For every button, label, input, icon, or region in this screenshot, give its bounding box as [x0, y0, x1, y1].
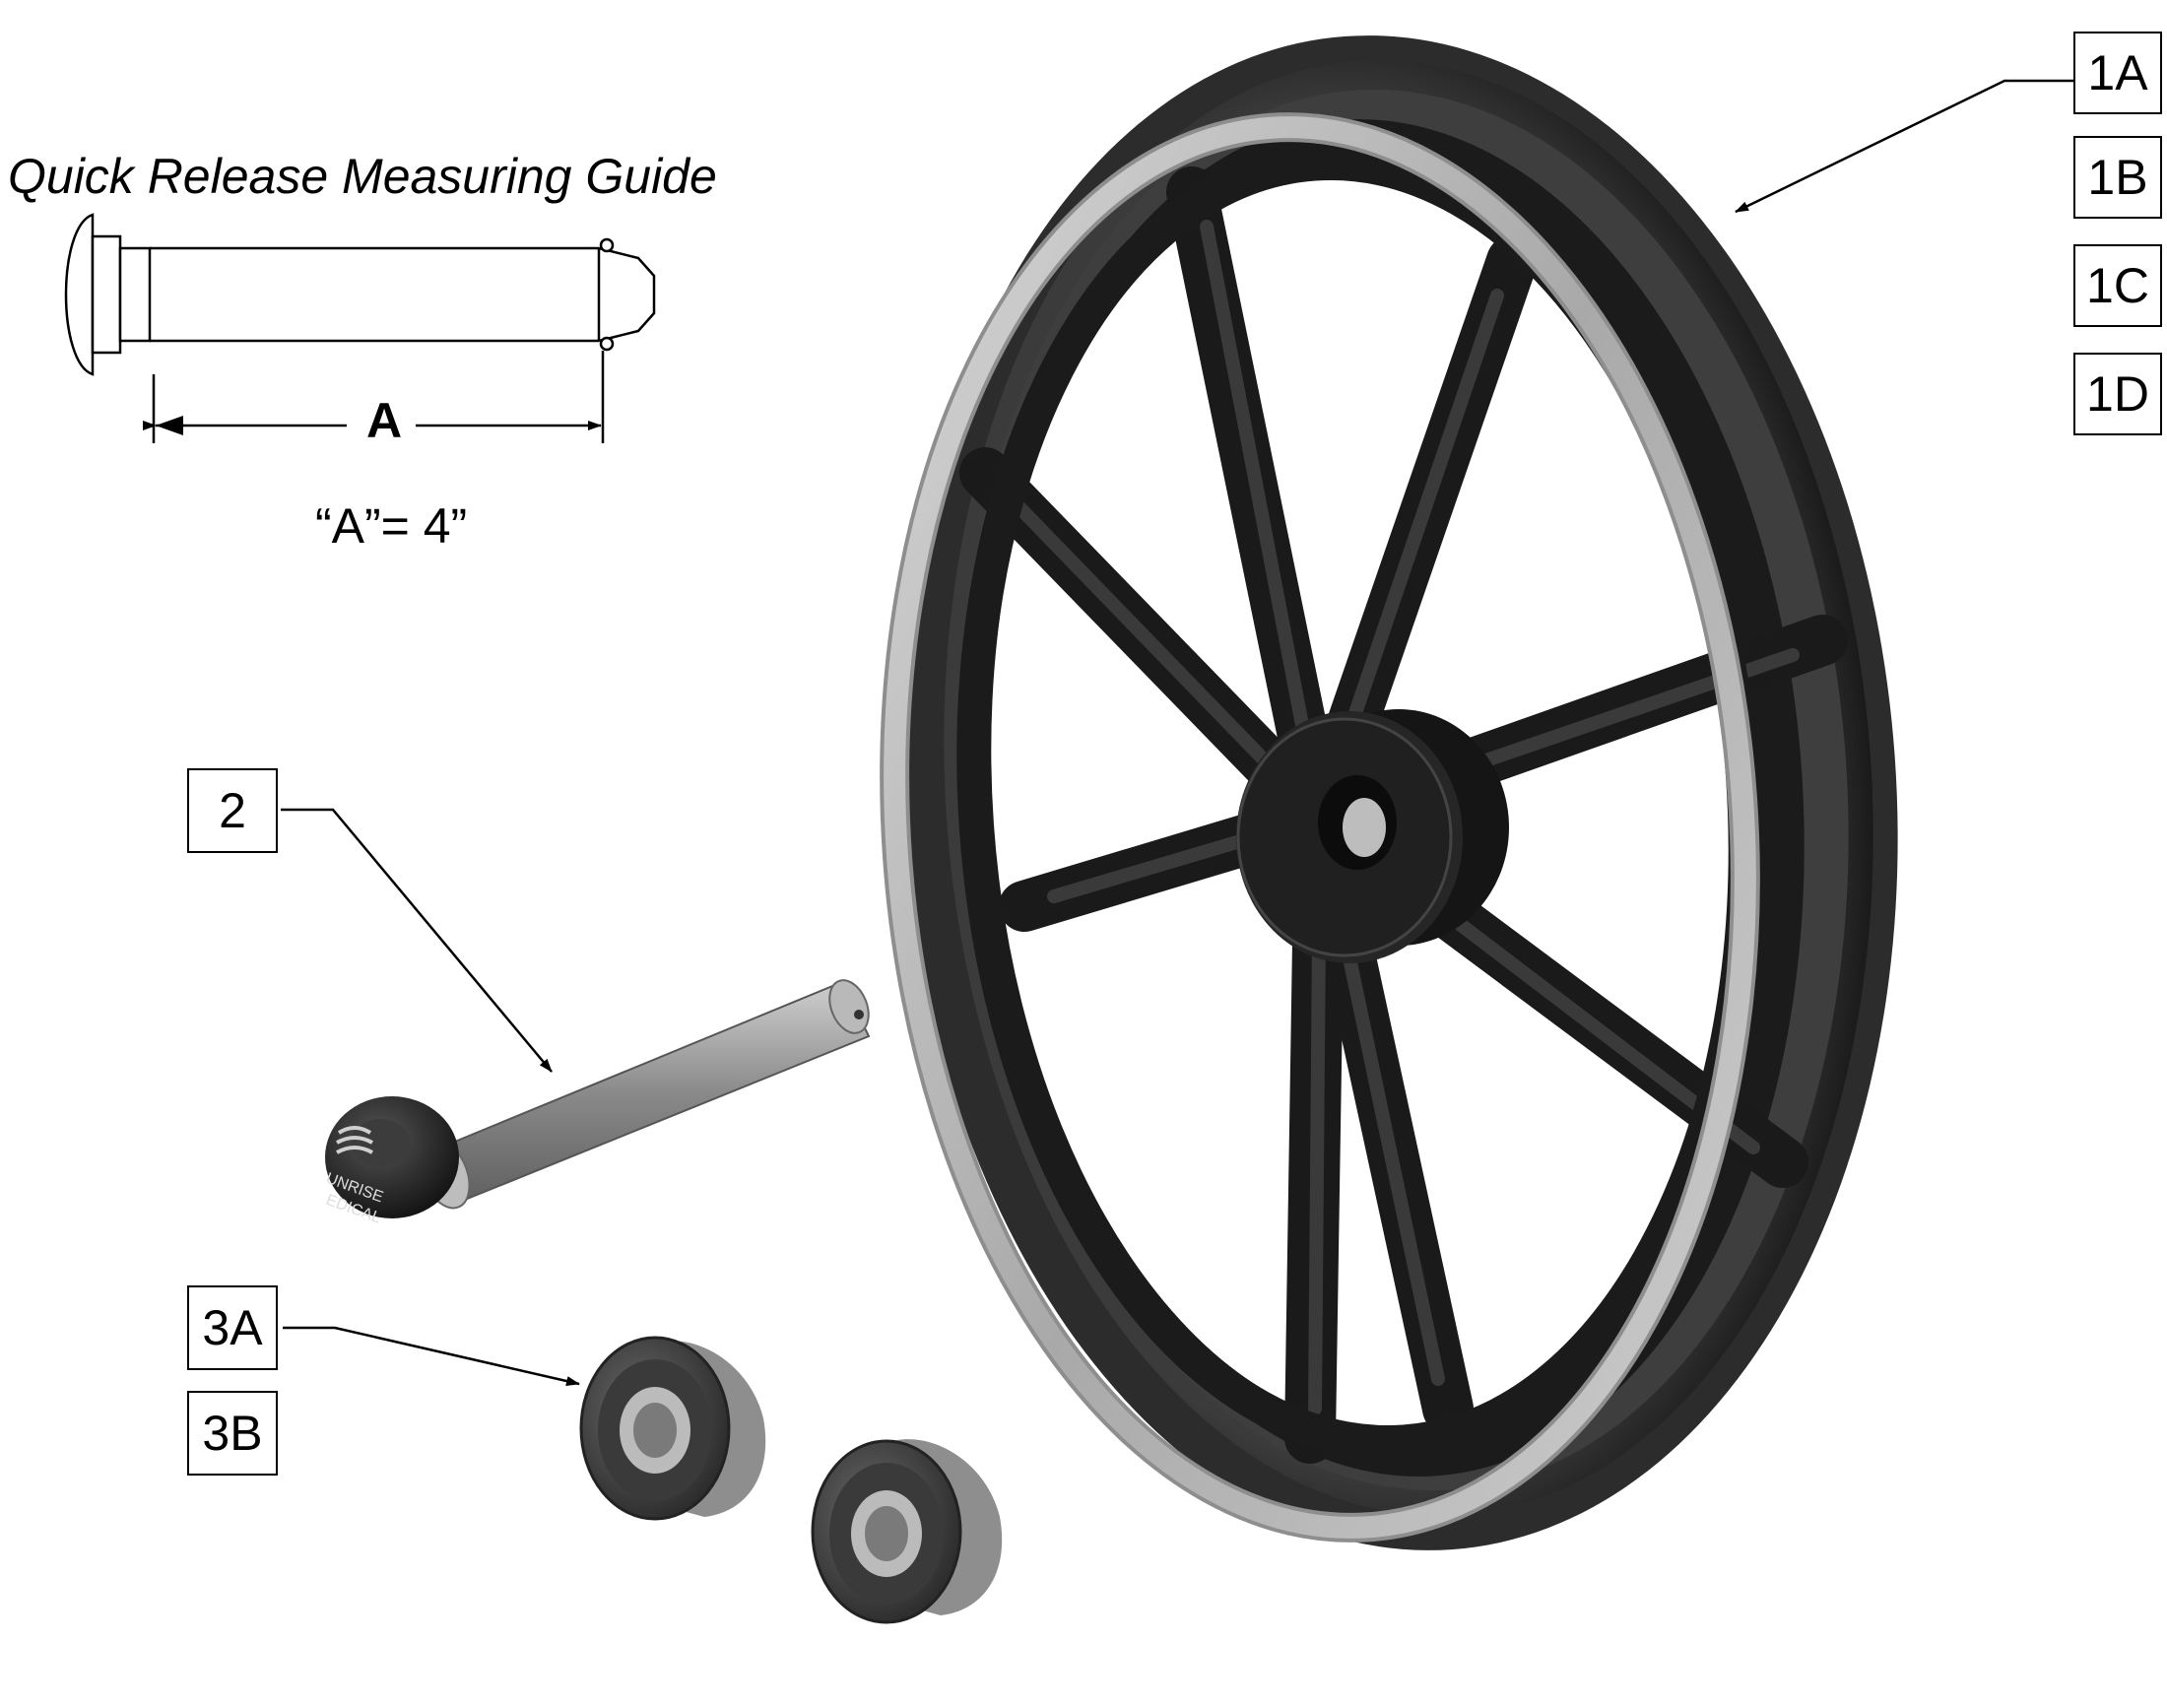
quick-release-axle-illustration	[325, 979, 871, 1218]
measuring-guide-title: Quick Release Measuring Guide	[8, 149, 717, 204]
dimension-label: A	[366, 393, 403, 448]
callout-3a: 3A	[187, 1285, 278, 1370]
measuring-guide-pin-drawing	[64, 213, 656, 443]
leader-line-3	[283, 1326, 580, 1386]
dimension-value: “A”= 4”	[315, 498, 468, 554]
callout-3b: 3B	[187, 1391, 278, 1476]
callout-1d: 1D	[2073, 353, 2162, 435]
bearing-illustration-2	[811, 1439, 1003, 1624]
leader-lines	[281, 79, 2073, 1386]
callout-1b: 1B	[2073, 136, 2162, 219]
callout-1c: 1C	[2073, 244, 2162, 327]
leader-line-2	[281, 808, 553, 1073]
leader-line-1	[1735, 79, 2073, 214]
dimension-arrow-left-icon	[156, 416, 183, 435]
callout-1a: 1A	[2073, 32, 2162, 114]
wheel-illustration	[880, 35, 1898, 1550]
callout-2: 2	[187, 768, 278, 853]
bearing-illustration-1	[579, 1336, 766, 1521]
